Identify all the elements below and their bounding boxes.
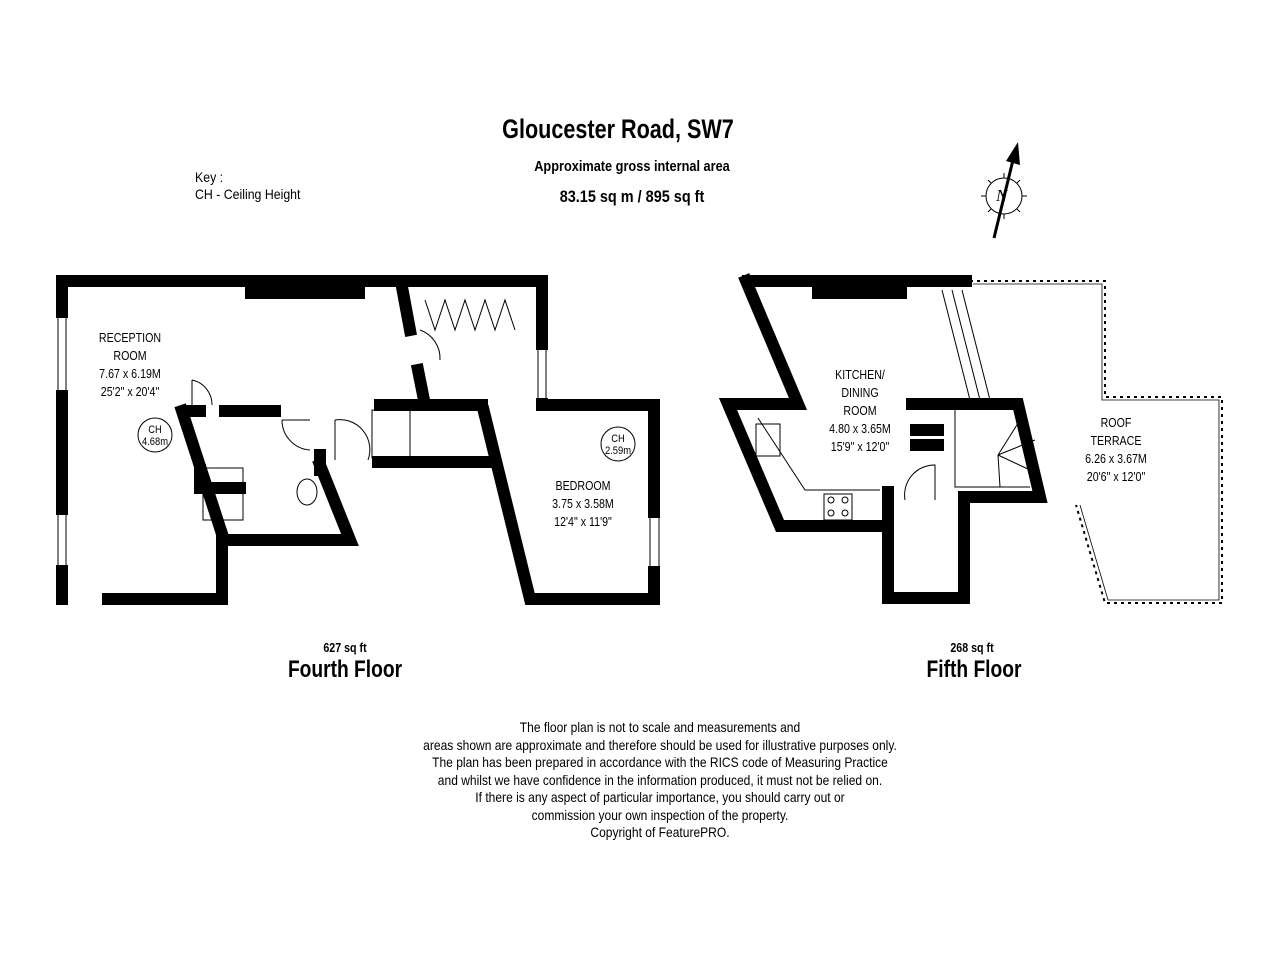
fourth-floor-windows xyxy=(56,318,661,566)
roof-terrace-label: ROOF TERRACE 6.26 x 3.67M 20'6" x 12'0" xyxy=(1085,415,1147,484)
fifth-floor-area: 268 sq ft xyxy=(950,640,994,655)
compass-label: N xyxy=(996,186,1008,205)
compass-icon xyxy=(981,142,1027,239)
ch-circle-reception xyxy=(137,417,173,453)
roof-terrace-outline xyxy=(970,280,1223,604)
fifth-floor-walls xyxy=(718,273,1048,604)
fourth-floor-walls xyxy=(56,275,660,605)
page-title: Gloucester Road, SW7 xyxy=(502,114,734,144)
kitchen-dining-label: KITCHEN/ DINING ROOM 4.80 x 3.65M 15'9" … xyxy=(829,367,891,454)
fifth-floor-title: Fifth Floor xyxy=(926,656,1022,683)
bedroom-ceiling-height: CH 2.59m xyxy=(604,433,631,457)
reception-room-label: RECEPTION ROOM 7.67 x 6.19M 25'2" x 20'4… xyxy=(98,330,162,399)
bedroom-label: BEDROOM 3.75 x 3.58M 12'4" x 11'9" xyxy=(552,478,614,529)
key-entry: CH - Ceiling Height xyxy=(195,186,301,202)
total-area: 83.15 sq m / 895 sq ft xyxy=(559,187,705,206)
key-title: Key : xyxy=(195,169,224,185)
reception-ceiling-height: CH 4.68m xyxy=(141,424,168,448)
fourth-floor-title: Fourth Floor xyxy=(287,656,403,683)
fourth-floor-area: 627 sq ft xyxy=(323,640,367,655)
fifth-floor-fixtures xyxy=(755,289,1036,521)
area-subtitle: Approximate gross internal area xyxy=(534,158,730,175)
fourth-floor-fixtures xyxy=(191,298,516,521)
ch-circle-bedroom xyxy=(600,426,636,462)
disclaimer: The floor plan is not to scale and measu… xyxy=(423,719,897,840)
